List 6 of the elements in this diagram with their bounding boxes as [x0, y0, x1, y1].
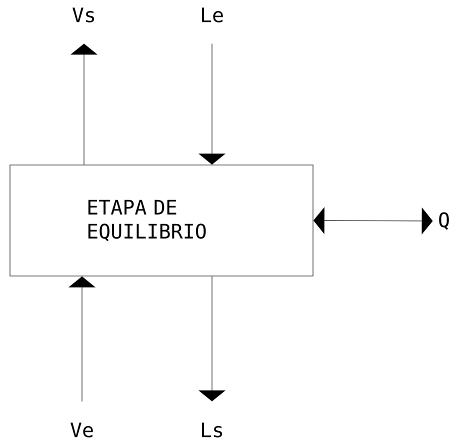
process-box: ETAPA DE EQUILIBRIO	[10, 164, 314, 276]
stream-label: Ve	[70, 422, 93, 438]
stream-label: Vs	[72, 8, 94, 22]
stream-label: Le	[202, 8, 223, 22]
stream-label: Q	[439, 212, 449, 230]
stream-label: Ls	[202, 422, 222, 438]
